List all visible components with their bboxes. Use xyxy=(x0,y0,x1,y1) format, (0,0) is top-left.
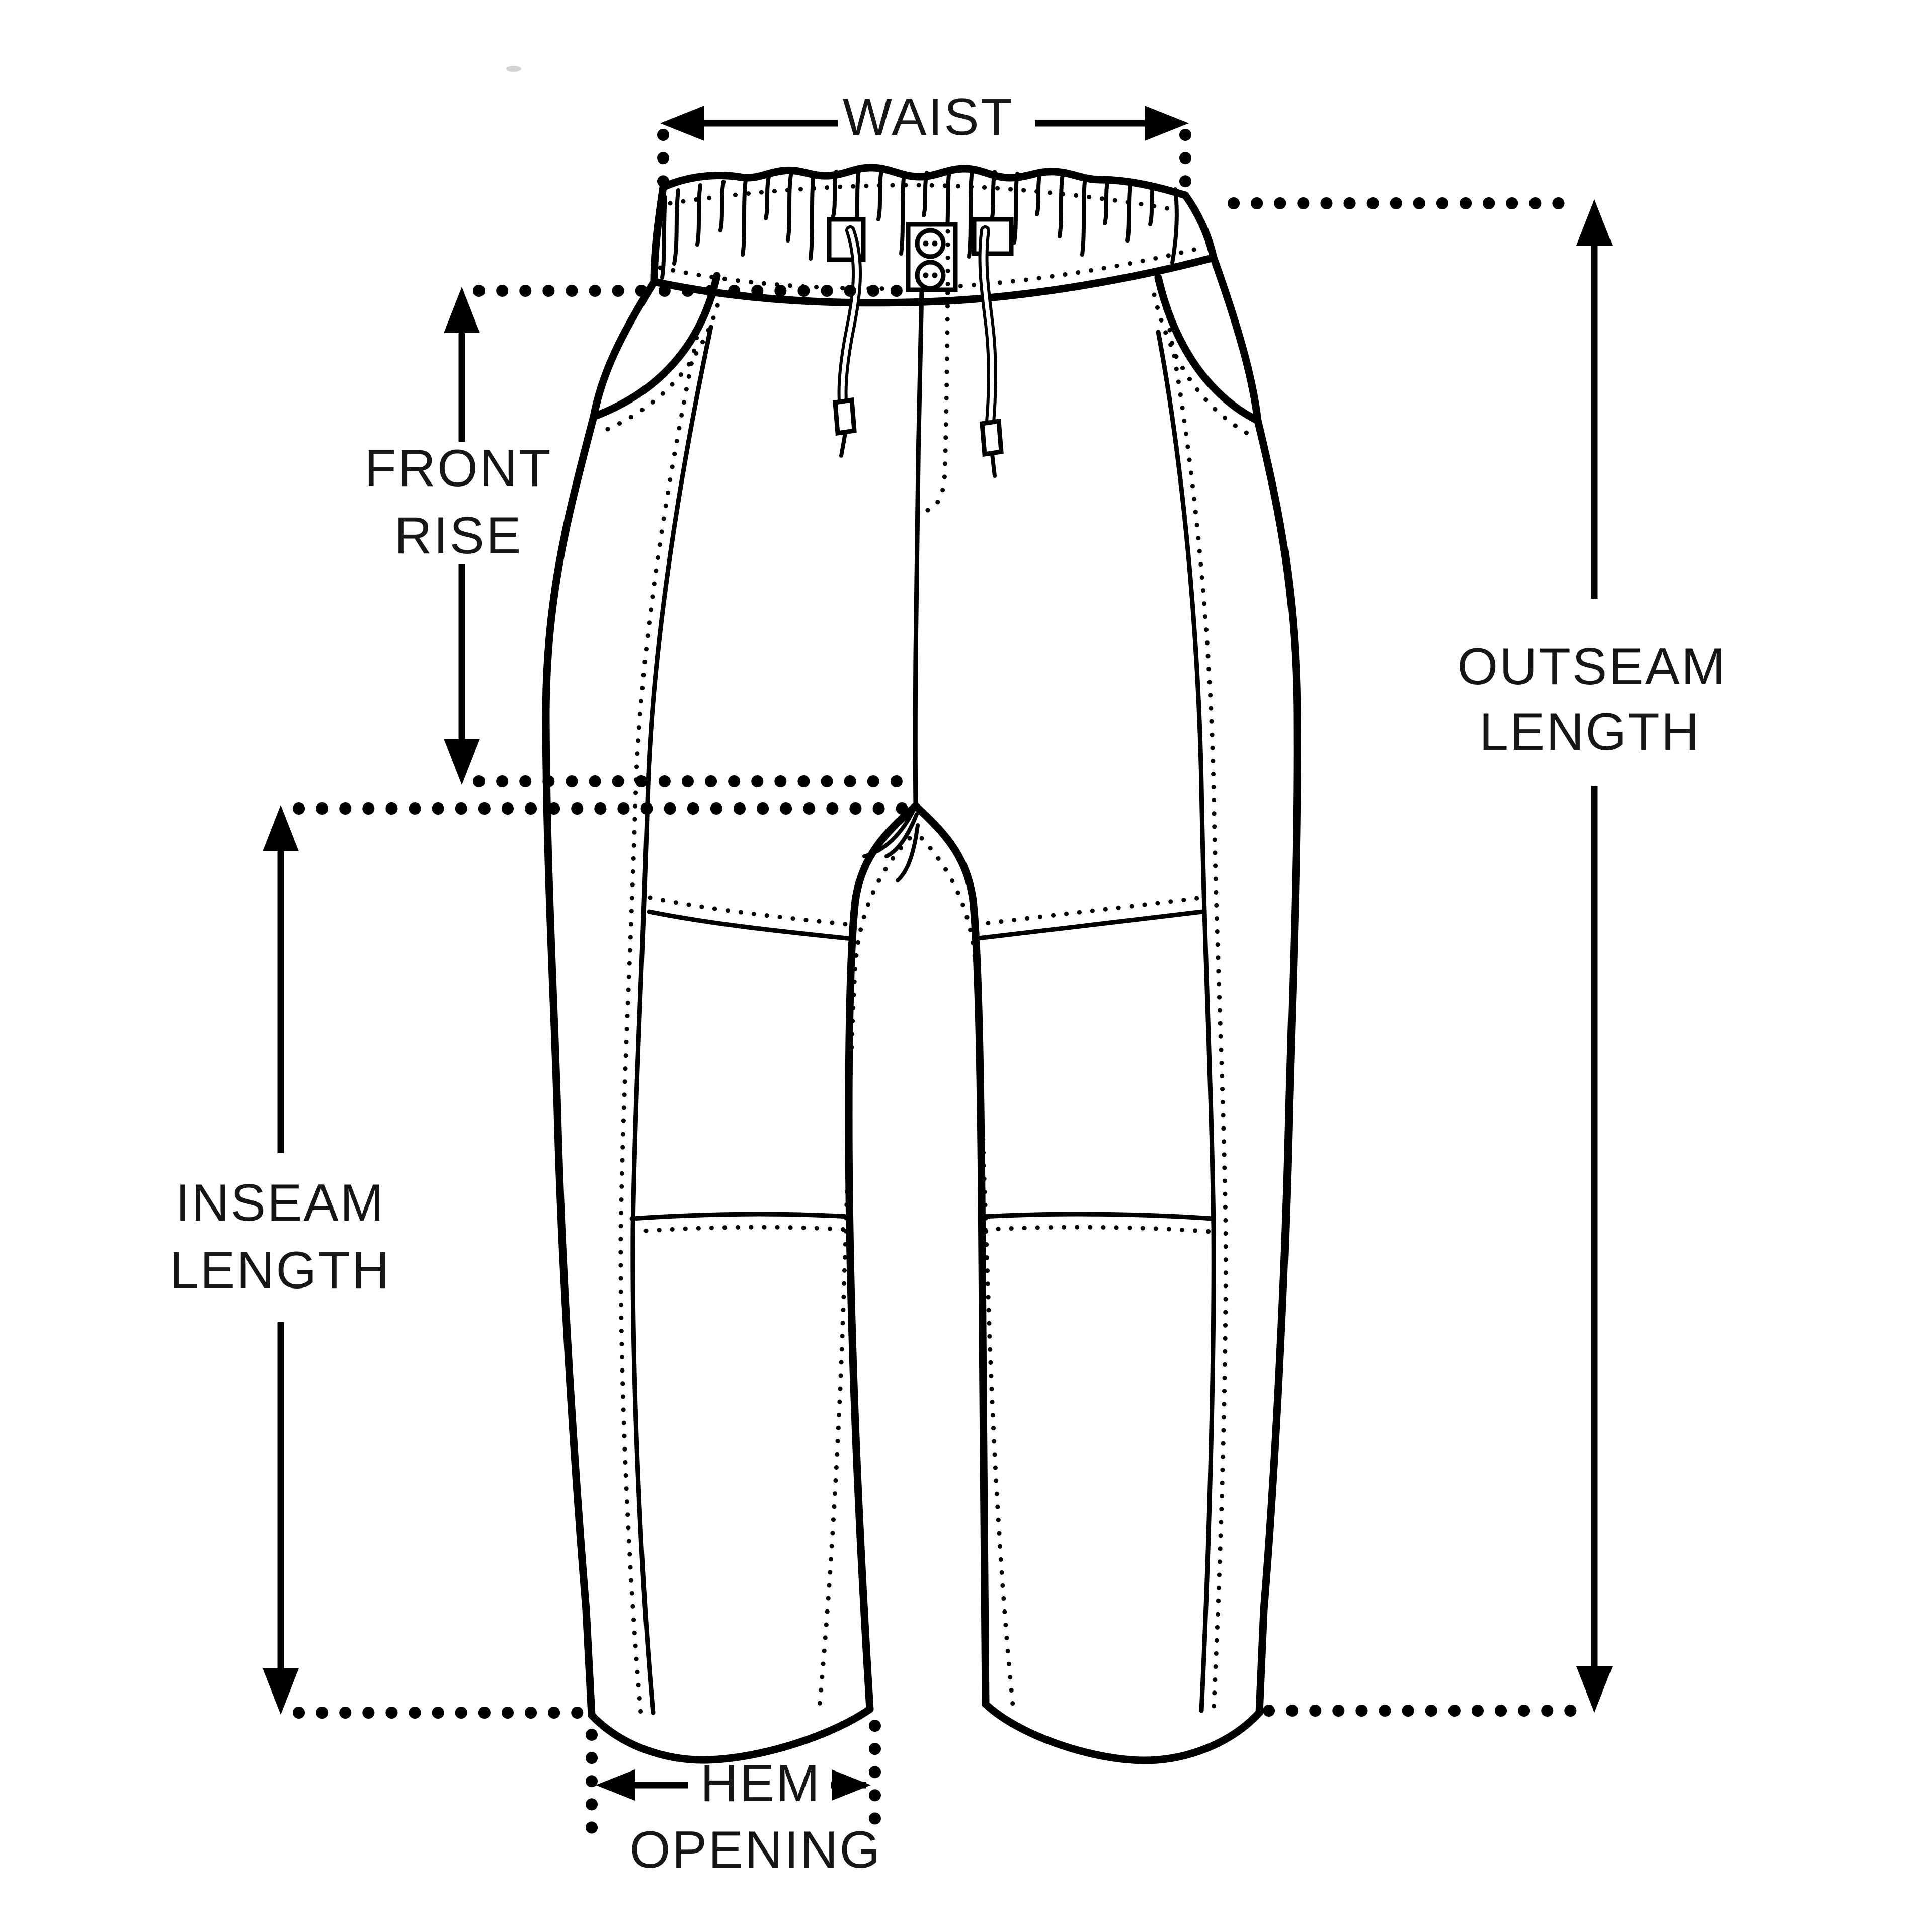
hem-arrowhead-right xyxy=(832,1769,871,1801)
inseam-label-line2: LENGTH xyxy=(170,1241,391,1300)
outseam-label-line1: OUTSEAM xyxy=(1457,637,1726,696)
center-front-seam xyxy=(913,287,924,809)
left-panel-stitch xyxy=(618,323,702,1716)
inseam-length-dimension: INSEAM LENGTH xyxy=(170,802,915,1719)
elastic-gather-crinkles xyxy=(660,168,1179,280)
right-knee-bottom-stitch xyxy=(983,1225,1214,1234)
waist-label: WAIST xyxy=(843,88,1014,146)
button-top xyxy=(915,228,946,259)
left-knee-bottom-seam xyxy=(629,1212,851,1221)
outseam-length-dimension: OUTSEAM LENGTH xyxy=(1228,197,1726,1717)
pants-sketch xyxy=(506,66,1301,1764)
front-rise-label-line2: RISE xyxy=(394,507,523,565)
waistband-elastic-edge xyxy=(659,164,1189,199)
artifact-dot xyxy=(506,66,521,72)
waistband-top-stitch xyxy=(668,183,1181,213)
front-rise-arrowhead-up xyxy=(444,287,480,333)
hem-arrowhead-left xyxy=(596,1769,635,1801)
inseam-arrowhead-up xyxy=(263,805,299,851)
right-knee-bottom-seam xyxy=(982,1212,1215,1221)
right-panel-seam xyxy=(1156,330,1216,1713)
button-bottom xyxy=(915,260,946,291)
right-panel-stitch xyxy=(1167,328,1228,1714)
waistband-right-edge xyxy=(1181,191,1218,262)
left-pocket-opening xyxy=(590,272,721,421)
right-hem-edge xyxy=(982,1700,1263,1764)
button-top-hole-right xyxy=(932,240,938,247)
right-knee-top-stitch xyxy=(973,895,1204,927)
inseam-label-line1: INSEAM xyxy=(176,1174,385,1232)
front-rise-label-line1: FRONT xyxy=(364,439,552,498)
left-hem-edge xyxy=(588,1705,874,1764)
hem-opening-label-line2: OPENING xyxy=(630,1821,882,1879)
left-outer-seam xyxy=(542,278,658,1719)
drawstring-right-aglet xyxy=(980,418,1004,457)
right-outer-seam xyxy=(1210,254,1301,1717)
crotch-whisker-1 xyxy=(862,804,918,858)
right-knee-top-seam xyxy=(972,909,1205,941)
waist-dimension: WAIST xyxy=(657,88,1191,205)
waistband-left-edge xyxy=(650,183,667,286)
right-inseam-stitch xyxy=(919,836,1016,1712)
outseam-arrowhead-down xyxy=(1576,1666,1613,1713)
right-pocket-opening xyxy=(1154,274,1262,425)
button-top-hole-left xyxy=(923,240,929,247)
button-bottom-hole-right xyxy=(932,272,938,278)
right-inseam-edge xyxy=(912,802,990,1708)
left-panel-seam xyxy=(630,325,713,1715)
outseam-label-line2: LENGTH xyxy=(1479,703,1701,761)
fly-j-stitch xyxy=(922,225,950,514)
crotch-whisker-2 xyxy=(884,812,919,858)
waist-arrowhead-left xyxy=(660,106,704,141)
left-knee-bottom-stitch xyxy=(630,1225,850,1234)
left-knee-top-stitch xyxy=(648,895,854,927)
button-bottom-hole-left xyxy=(923,272,929,278)
inseam-arrowhead-down xyxy=(263,1668,299,1715)
hem-opening-label-line1: HEM xyxy=(700,1754,821,1813)
drawstring-right-cord xyxy=(978,225,1004,478)
drawstring-left-cord xyxy=(833,225,862,458)
waist-arrowhead-right xyxy=(1145,106,1189,141)
front-rise-arrowhead-down xyxy=(444,739,480,785)
front-rise-dimension: FRONT RISE xyxy=(364,285,912,787)
waistband-bottom-edge xyxy=(650,254,1218,307)
drawstring-left-aglet xyxy=(833,397,857,436)
outseam-arrowhead-up xyxy=(1576,199,1613,246)
crotch-whisker-3 xyxy=(896,823,920,882)
left-knee-top-seam xyxy=(647,909,854,941)
hem-opening-dimension: HEM OPENING xyxy=(586,1720,882,1879)
